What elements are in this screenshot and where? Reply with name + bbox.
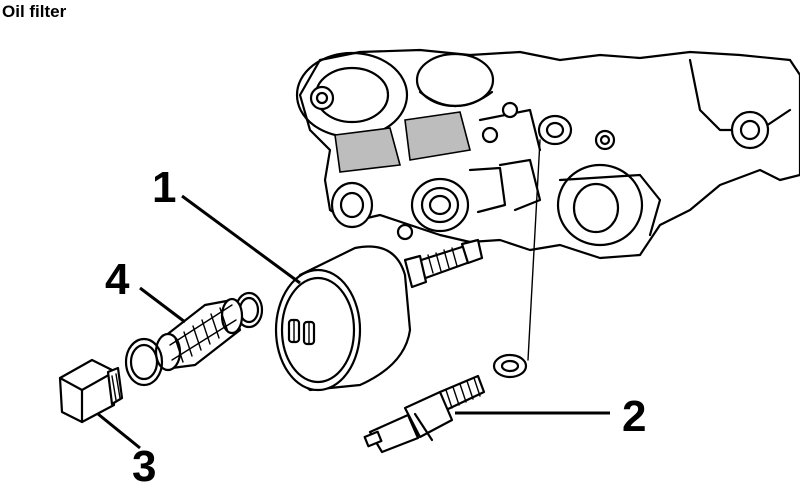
oil-filter-cartridge: [274, 245, 412, 392]
screw-plug: [58, 358, 124, 424]
engine-block: [295, 48, 800, 260]
filter-screen: [154, 297, 244, 372]
threaded-adapter: [403, 238, 484, 289]
callout-2: 2: [622, 392, 646, 441]
callout-1: 1: [152, 163, 176, 212]
leader-lines: [97, 194, 610, 450]
callout-4: 4: [105, 255, 130, 304]
diagram-title: Oil filter: [2, 2, 67, 21]
sensor-alignment-line: [527, 139, 541, 361]
callout-3: 3: [132, 442, 156, 491]
oil-pressure-sensor: [363, 353, 528, 454]
o-ring-large: [124, 337, 164, 387]
